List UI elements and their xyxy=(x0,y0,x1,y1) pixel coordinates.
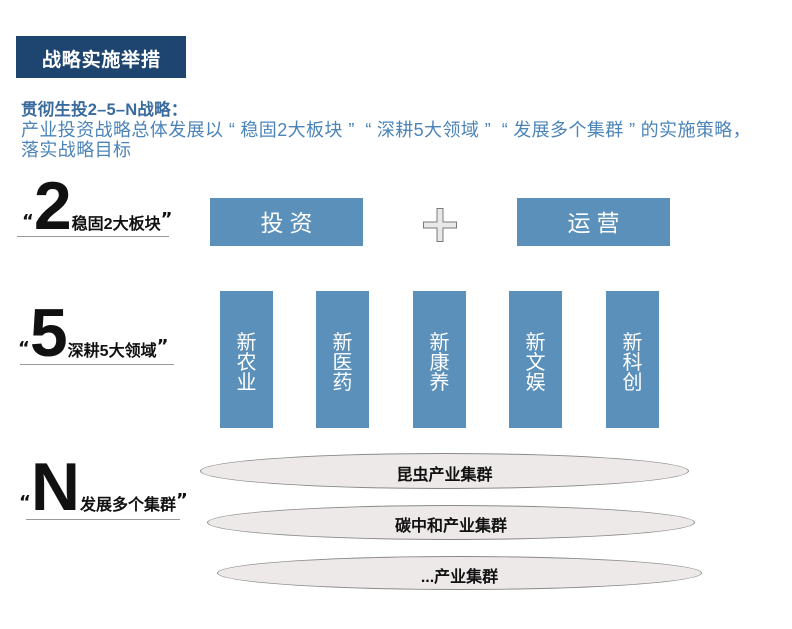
row-2-number: 2 xyxy=(33,168,72,244)
bar-label: 新医药 xyxy=(332,331,353,394)
plus-icon xyxy=(423,208,457,242)
slide-title: 战略实施举措 xyxy=(41,50,161,71)
row-n-number: N xyxy=(30,449,80,525)
close-quote-icon: ” xyxy=(160,209,173,230)
intro-quote-mark: “ xyxy=(365,120,372,140)
intro-paragraph: 贯彻生投2–5–N战略： 产业投资战略总体发展以“稳固2大板块”“深耕5大领域”… xyxy=(21,100,789,160)
intro-line-1: 产业投资战略总体发展以“稳固2大板块”“深耕5大领域”“发展多个集群”的实施策略… xyxy=(21,120,789,140)
slide-title-box: 战略实施举措 xyxy=(16,36,186,78)
row-2-label-group: “2稳固2大板块” xyxy=(22,172,172,259)
invest-box: 投资 xyxy=(210,198,363,246)
intro-text-segment: 深耕5大领域 xyxy=(376,120,480,140)
bar-new-agriculture: 新农业 xyxy=(220,291,273,428)
intro-quote-mark: ” xyxy=(629,120,636,140)
open-quote-icon: “ xyxy=(19,492,31,513)
invest-box-label: 投资 xyxy=(260,210,319,236)
intro-quote-mark: ” xyxy=(348,120,355,140)
close-quote-icon: ” xyxy=(156,336,169,357)
bar-label: 新康养 xyxy=(429,331,450,394)
bar-label: 新科创 xyxy=(622,331,643,394)
intro-text-segment: 的实施策略， xyxy=(640,120,752,140)
intro-quote-mark: ” xyxy=(484,120,491,140)
intro-text-segment: 产业投资战略总体发展以 xyxy=(21,120,224,140)
intro-line-2: 落实战略目标 xyxy=(21,140,132,160)
row-5-label-group: “5深耕5大领域” xyxy=(18,299,168,386)
bar-new-medicine: 新医药 xyxy=(316,291,369,428)
intro-heading: 贯彻生投2–5–N战略： xyxy=(21,101,188,119)
intro-text-segment: 发展多个集群 xyxy=(513,120,624,140)
close-quote-icon: ” xyxy=(175,490,188,511)
ellipse-label: 昆虫产业集群 xyxy=(396,466,493,484)
bar-new-wellness: 新康养 xyxy=(413,291,466,428)
row-n-label-group: “N发展多个集群” xyxy=(19,453,188,540)
cluster-ellipse-more: ...产业集群 xyxy=(217,556,702,590)
bar-new-tech: 新科创 xyxy=(606,291,659,428)
bar-label: 新农业 xyxy=(236,331,257,394)
intro-quote-mark: “ xyxy=(228,120,235,140)
row-2-label: 稳固2大板块 xyxy=(71,216,161,233)
row-5-number: 5 xyxy=(29,295,68,371)
open-quote-icon: “ xyxy=(18,338,30,359)
bar-label: 新文娱 xyxy=(525,331,546,394)
operate-box-label: 运营 xyxy=(567,210,626,236)
cluster-ellipse-carbon: 碳中和产业集群 xyxy=(207,505,695,540)
row-5-underline xyxy=(20,364,174,365)
row-n-label: 发展多个集群 xyxy=(79,497,176,514)
intro-text-segment: 稳固2大板块 xyxy=(240,120,343,140)
bar-new-entertainment: 新文娱 xyxy=(509,291,562,428)
operate-box: 运营 xyxy=(517,198,670,246)
ellipse-label: 碳中和产业集群 xyxy=(394,518,507,535)
cluster-ellipse-insect: 昆虫产业集群 xyxy=(200,453,689,489)
row-5-label: 深耕5大领域 xyxy=(67,343,157,360)
row-n-underline xyxy=(26,519,180,520)
plus-icon-shape xyxy=(423,208,457,242)
intro-quote-mark: “ xyxy=(501,120,508,140)
ellipse-label: ...产业集群 xyxy=(420,568,499,586)
open-quote-icon: “ xyxy=(22,211,34,232)
row-2-underline xyxy=(17,236,169,237)
